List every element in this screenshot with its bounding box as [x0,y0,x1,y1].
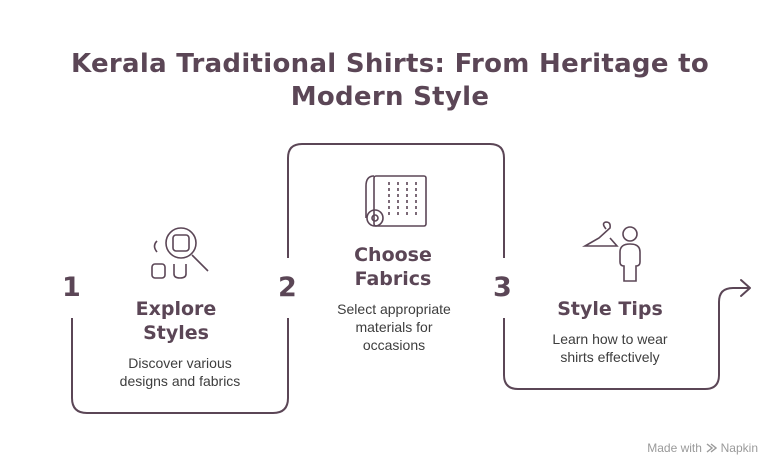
magnifier-icon [151,227,209,279]
step3-number: 3 [493,272,512,303]
step1-description: Discover various designs and fabrics [95,354,265,390]
step2-desc-line2: materials for [355,319,433,335]
step2-desc-line1: Select appropriate [337,301,451,317]
hanger-person-icon [581,221,641,282]
fabric-roll-icon [365,175,427,227]
step2-title-line1: Choose [354,244,432,266]
step3-bracket [503,287,750,390]
step3-desc-line2: shirts effectively [560,349,660,365]
step1-bracket [71,318,289,414]
step2-description: Select appropriate materials for occasio… [310,300,478,354]
step1-title-line2: Styles [143,322,209,344]
napkin-logo-icon [706,443,718,453]
step2-desc-line3: occasions [362,337,426,353]
step2-title-line2: Fabrics [354,268,432,290]
step3-desc-line1: Learn how to wear [552,331,668,347]
step2-number: 2 [278,272,297,303]
napkin-brand: Napkin [720,440,758,455]
step3-description: Learn how to wear shirts effectively [525,330,695,366]
step3-title: Style Tips [530,297,690,321]
made-with-label: Made with [647,440,702,455]
step1-desc-line2: designs and fabrics [119,373,241,389]
diagram-title: Kerala Traditional Shirts: From Heritage… [70,49,710,112]
step2-bracket [287,143,505,258]
step3-title-line1: Style Tips [557,298,663,320]
arrow-head-icon [740,279,751,297]
made-with-footer[interactable]: Made with Napkin [647,440,758,455]
step2-title: Choose Fabrics [317,243,469,291]
step1-title-line1: Explore [135,298,217,320]
step1-number: 1 [62,272,81,303]
step1-title: Explore Styles [100,297,252,345]
step1-desc-line1: Discover various [128,355,232,371]
